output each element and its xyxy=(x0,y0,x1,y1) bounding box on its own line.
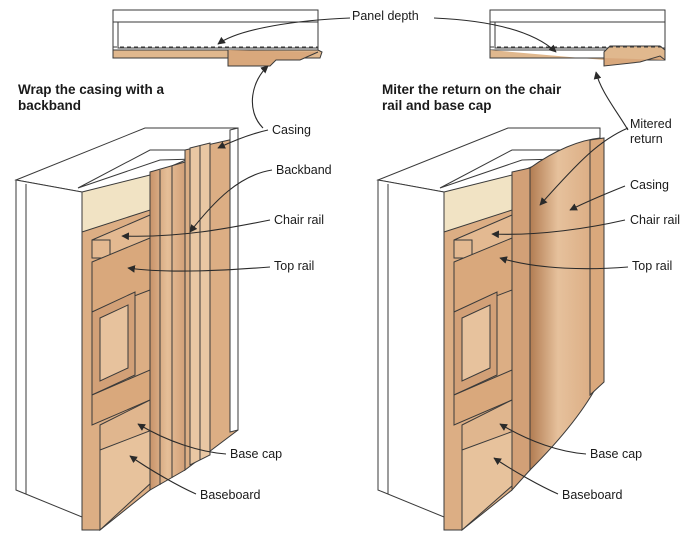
arrow-top-rail-right xyxy=(499,256,629,270)
section-view-left xyxy=(112,9,323,67)
arrow-panel-depth-left xyxy=(217,17,351,45)
label-casing-right: Casing xyxy=(630,178,669,192)
arrow-mitered-to-section xyxy=(593,71,629,131)
label-baseboard-left: Baseboard xyxy=(200,488,261,502)
title-left: Wrap the casing with a backband xyxy=(18,82,165,113)
arrow-backband xyxy=(189,169,273,233)
left-illustration xyxy=(14,127,239,532)
label-base-cap-right: Base cap xyxy=(590,447,643,461)
label-top-rail-right: Top rail xyxy=(632,259,673,273)
label-chair-rail-right: Chair rail xyxy=(630,213,681,227)
arrow-chair-rail-right xyxy=(491,219,626,239)
arrow-baseboard-right xyxy=(493,457,559,495)
arrow-top-rail-left xyxy=(127,265,271,273)
label-base-cap-left: Base cap xyxy=(230,447,283,461)
arrow-casing-right xyxy=(569,185,626,211)
arrow-chair-rail-left xyxy=(121,219,271,241)
arrow-base-cap-right xyxy=(499,423,587,455)
arrow-base-cap-left xyxy=(137,423,227,455)
label-chair-rail-left: Chair rail xyxy=(274,213,325,227)
title-right: Miter the return on the chair rail and b… xyxy=(382,82,562,113)
arrow-casing-left xyxy=(217,129,269,149)
arrow-baseboard-left xyxy=(129,455,197,495)
label-mitered-return: Mitered return xyxy=(630,117,672,146)
label-backband: Backband xyxy=(276,163,332,177)
label-baseboard-right: Baseboard xyxy=(562,488,623,502)
section-view-right xyxy=(489,9,666,67)
label-panel-depth: Panel depth xyxy=(352,9,419,23)
right-illustration xyxy=(376,127,605,532)
arrow-mitered-return xyxy=(539,127,629,206)
arrow-casing-to-section xyxy=(251,65,269,129)
arrow-panel-depth-right xyxy=(433,17,557,53)
label-top-rail-left: Top rail xyxy=(274,259,315,273)
leader-lines xyxy=(121,17,629,495)
label-casing-left: Casing xyxy=(272,123,311,137)
